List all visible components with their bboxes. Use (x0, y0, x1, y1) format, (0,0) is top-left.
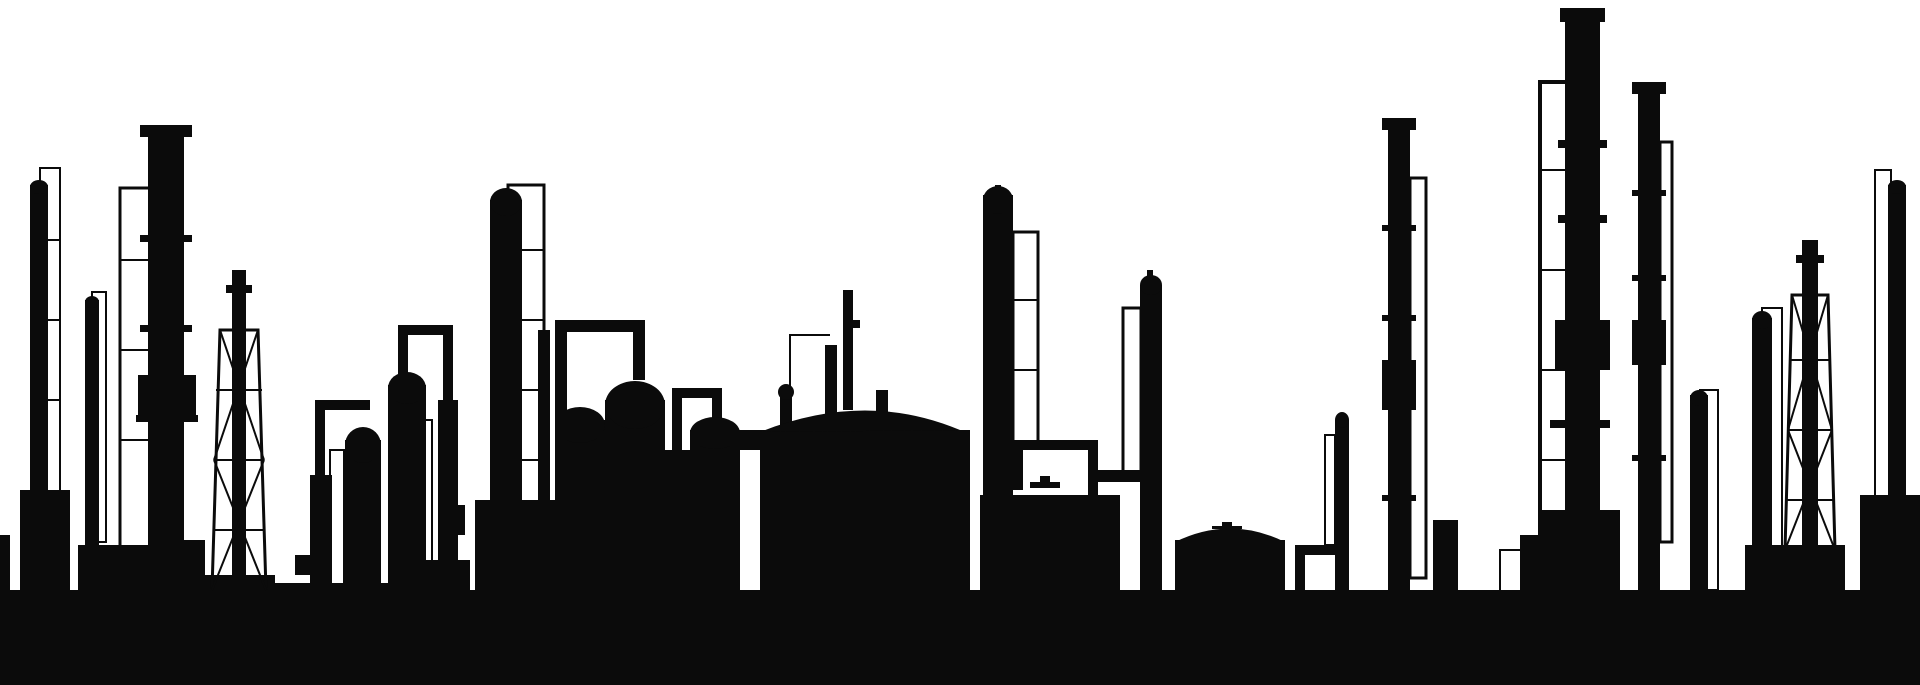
column-ladder-right (1632, 82, 1674, 600)
pipe-loop-group-left (295, 325, 470, 630)
mid-column-with-ladder (983, 185, 1098, 600)
tall-stack-left (118, 125, 205, 600)
lattice-derrick-left (210, 270, 268, 600)
slim-column-far-right (1690, 389, 1719, 600)
tallest-stack-right (1499, 8, 1620, 600)
domed-vessel-cluster (555, 320, 794, 600)
far-right-column (1874, 169, 1920, 600)
tall-column-right (1382, 118, 1458, 600)
slim-column-mid (1098, 270, 1162, 600)
large-storage-tank (760, 290, 970, 600)
right-small-column (1295, 412, 1349, 600)
left-tall-column (25, 167, 61, 600)
small-dome-tank (1175, 522, 1285, 600)
central-tall-vessel (490, 183, 550, 600)
left-small-column (85, 291, 107, 590)
lattice-derrick-right (1775, 240, 1845, 600)
